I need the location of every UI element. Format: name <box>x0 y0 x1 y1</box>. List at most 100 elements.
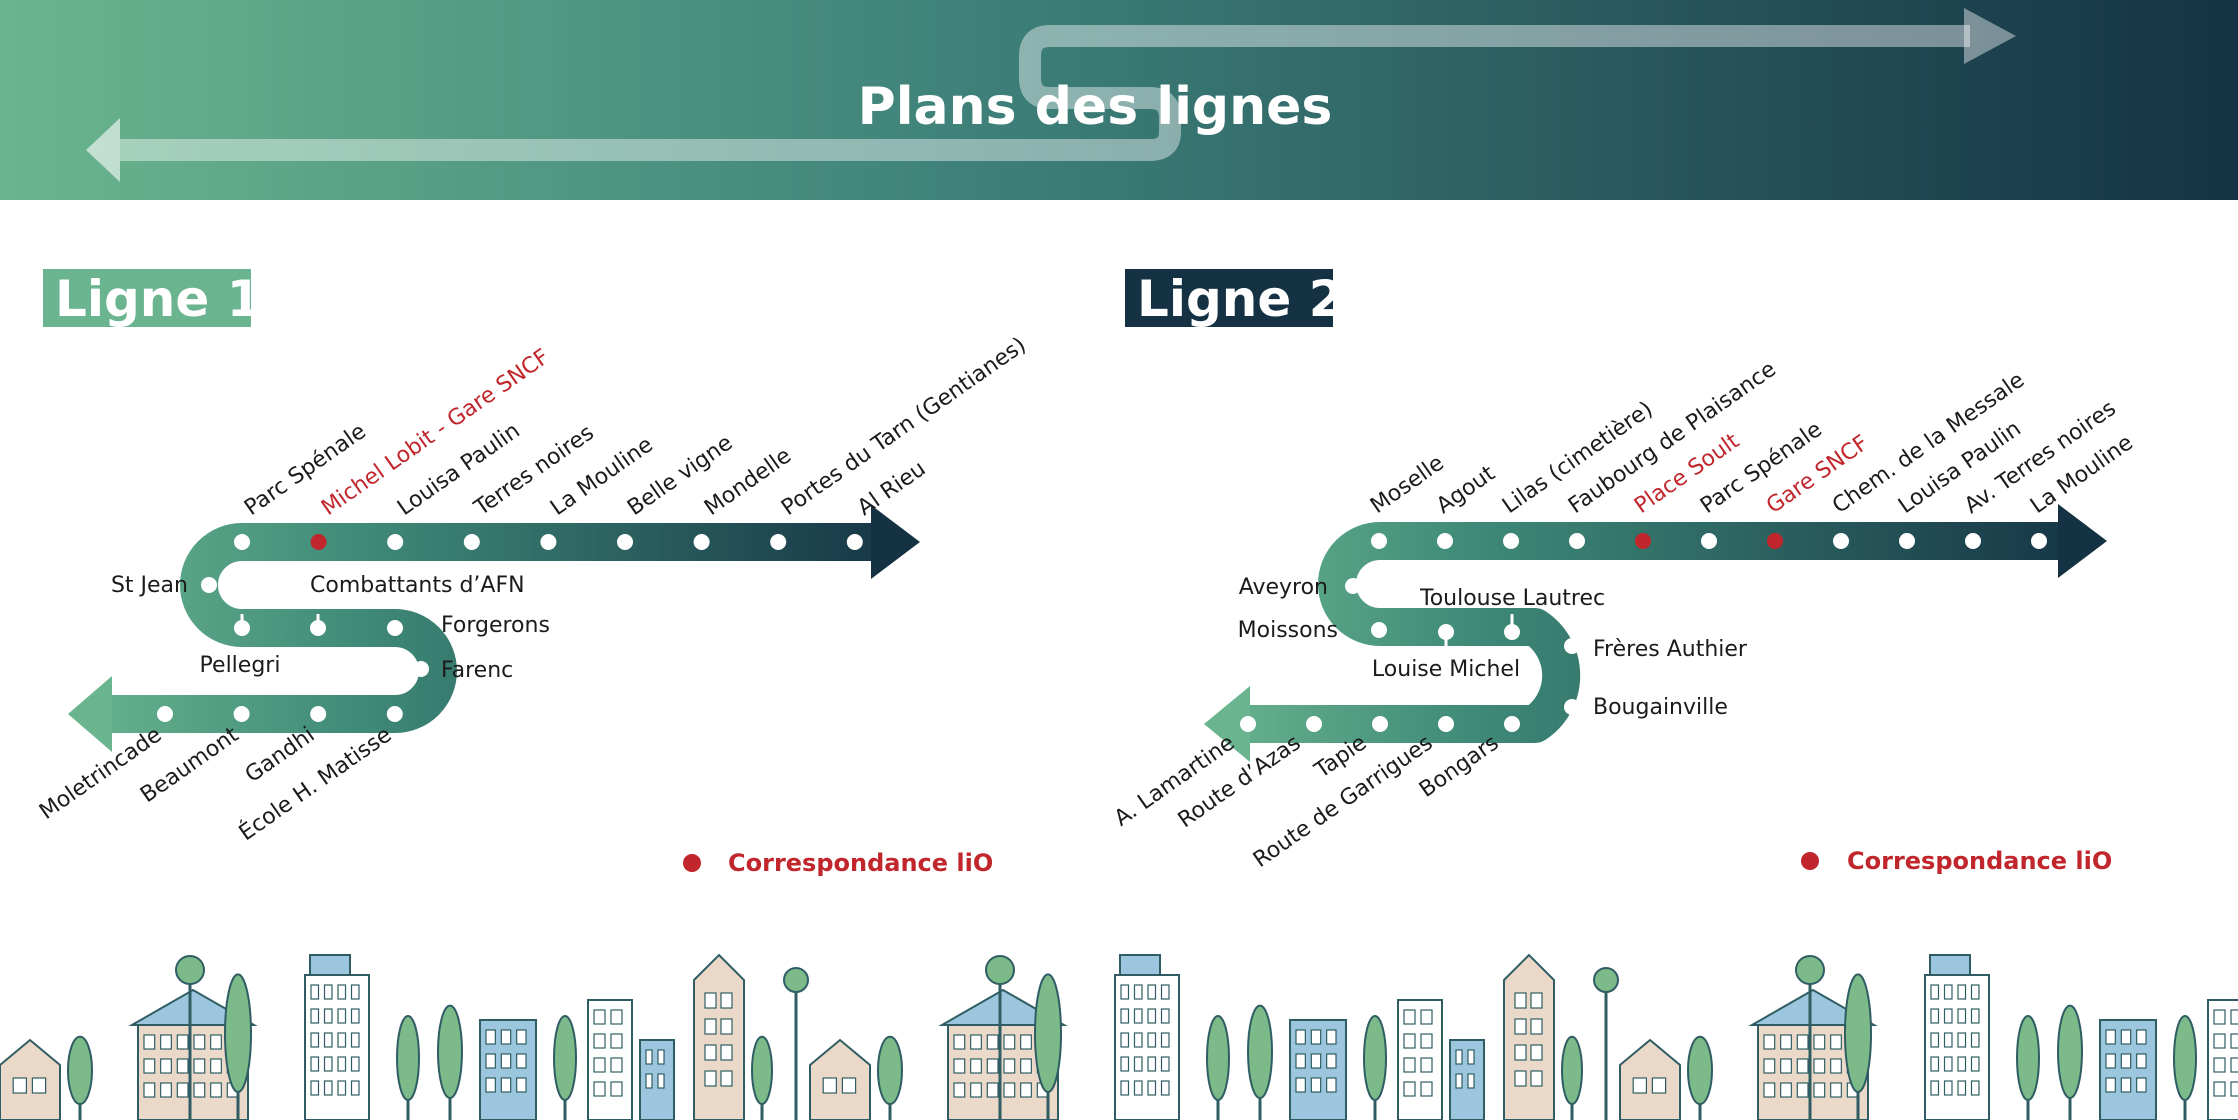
window <box>143 1058 156 1074</box>
line-1-stop-label-left-0: St Jean <box>111 573 188 598</box>
window <box>2230 1033 2238 1049</box>
line-1-arrow-head-right <box>871 505 920 579</box>
line-2-stop-top-1 <box>1437 533 1453 549</box>
window <box>1957 1032 1967 1048</box>
window <box>1295 1029 1306 1045</box>
building-windows-middlec <box>1120 984 1170 1096</box>
window <box>1403 1009 1416 1025</box>
solar-panel-middle <box>1119 954 1161 976</box>
window <box>350 1080 360 1096</box>
window <box>841 1077 857 1094</box>
building-windows-lefte <box>593 1009 623 1097</box>
window <box>210 1034 222 1050</box>
line-1-stop-bottom-2 <box>310 706 327 722</box>
building-middlef <box>1449 1039 1485 1120</box>
window <box>350 1032 360 1048</box>
roof-left <box>128 988 258 1026</box>
window <box>2120 1053 2132 1069</box>
gabled-building-windows-middleg <box>1514 992 1543 1087</box>
line-2-stop-bottom-0 <box>1240 716 1256 732</box>
round-tree-crown-leftb <box>783 967 809 993</box>
window <box>1957 1056 1967 1072</box>
window <box>1467 1073 1475 1089</box>
window <box>1530 1070 1543 1087</box>
window <box>1780 1034 1792 1050</box>
window <box>1160 1056 1170 1072</box>
building-windows-righte <box>2213 1009 2238 1097</box>
window <box>1295 1077 1306 1093</box>
window <box>1420 1081 1433 1097</box>
round-tree-crown-middleb <box>1593 967 1619 993</box>
window <box>2136 1053 2147 1069</box>
window <box>193 1082 206 1098</box>
tree-crown-middlec <box>1206 1015 1230 1101</box>
line-2-stop-top-7 <box>1833 533 1849 549</box>
window <box>1943 984 1953 1000</box>
window <box>1813 1082 1826 1098</box>
window <box>516 1029 527 1045</box>
line-1-stop-left-0 <box>201 577 217 593</box>
line-2-stop-bottom-3 <box>1438 716 1454 732</box>
window <box>2213 1033 2226 1049</box>
line-1-stop-top-6 <box>693 534 710 550</box>
window <box>176 1034 189 1050</box>
window <box>1796 1058 1809 1074</box>
window <box>337 1080 347 1096</box>
window <box>160 1082 172 1098</box>
building-windows-middleb <box>953 1034 1049 1098</box>
window <box>176 1082 189 1098</box>
window <box>1830 1058 1842 1074</box>
window <box>720 1070 733 1087</box>
window <box>1970 1080 1980 1096</box>
window <box>310 984 320 1000</box>
window <box>1830 1082 1842 1098</box>
window <box>1295 1053 1306 1069</box>
tree-crown-middled <box>1247 1004 1273 1100</box>
tree-crown-righta <box>1687 1035 1713 1106</box>
window <box>610 1009 623 1025</box>
window <box>1957 984 1967 1000</box>
tree-crown-rightd <box>2057 1004 2083 1100</box>
line-2-arrow-head-right <box>2058 504 2107 578</box>
line-1-badge <box>43 269 251 327</box>
window <box>500 1077 512 1093</box>
gabled-building-windows-leftg <box>704 992 733 1087</box>
window <box>2136 1029 2147 1045</box>
window <box>593 1009 606 1025</box>
building-windows-leftb <box>143 1034 239 1098</box>
window <box>1957 1008 1967 1024</box>
window <box>986 1082 999 1098</box>
line-2-stop-left-0 <box>1345 578 1361 594</box>
round-tree-crown-middlea <box>985 955 1015 985</box>
window <box>1930 984 1940 1000</box>
gabled-building-windows-righta <box>1632 1077 1667 1094</box>
window <box>1133 1008 1143 1024</box>
line-1-stop-top-1 <box>310 534 327 550</box>
building-leftf <box>639 1039 675 1120</box>
window <box>337 984 347 1000</box>
building-windows-rightc <box>1930 984 1980 1096</box>
line-1-stop-label-middle-1: Combattants d’AFN <box>310 573 525 598</box>
line-2-stop-top-3 <box>1569 533 1585 549</box>
line-1-title: Ligne 1 <box>55 270 262 328</box>
window <box>1420 1057 1433 1073</box>
window <box>310 1080 320 1096</box>
tree-crown-righte <box>2173 1015 2197 1101</box>
line-2-stop-top-9 <box>1965 533 1981 549</box>
window <box>1147 984 1157 1000</box>
window <box>1120 1080 1130 1096</box>
window <box>1943 1080 1953 1096</box>
gabled-building-leftg <box>693 953 745 1120</box>
window <box>986 1034 999 1050</box>
window <box>610 1057 623 1073</box>
line-1-stop-right-0 <box>413 661 429 677</box>
header-background <box>0 0 2238 200</box>
window <box>210 1058 222 1074</box>
window <box>970 1082 982 1098</box>
window <box>1970 1056 1980 1072</box>
gabled-building-windows-middlea <box>822 1077 857 1094</box>
window <box>1970 1008 1980 1024</box>
line-2-stop-top-5 <box>1701 533 1717 549</box>
window <box>1003 1082 1016 1098</box>
line-1-stops <box>157 534 863 722</box>
